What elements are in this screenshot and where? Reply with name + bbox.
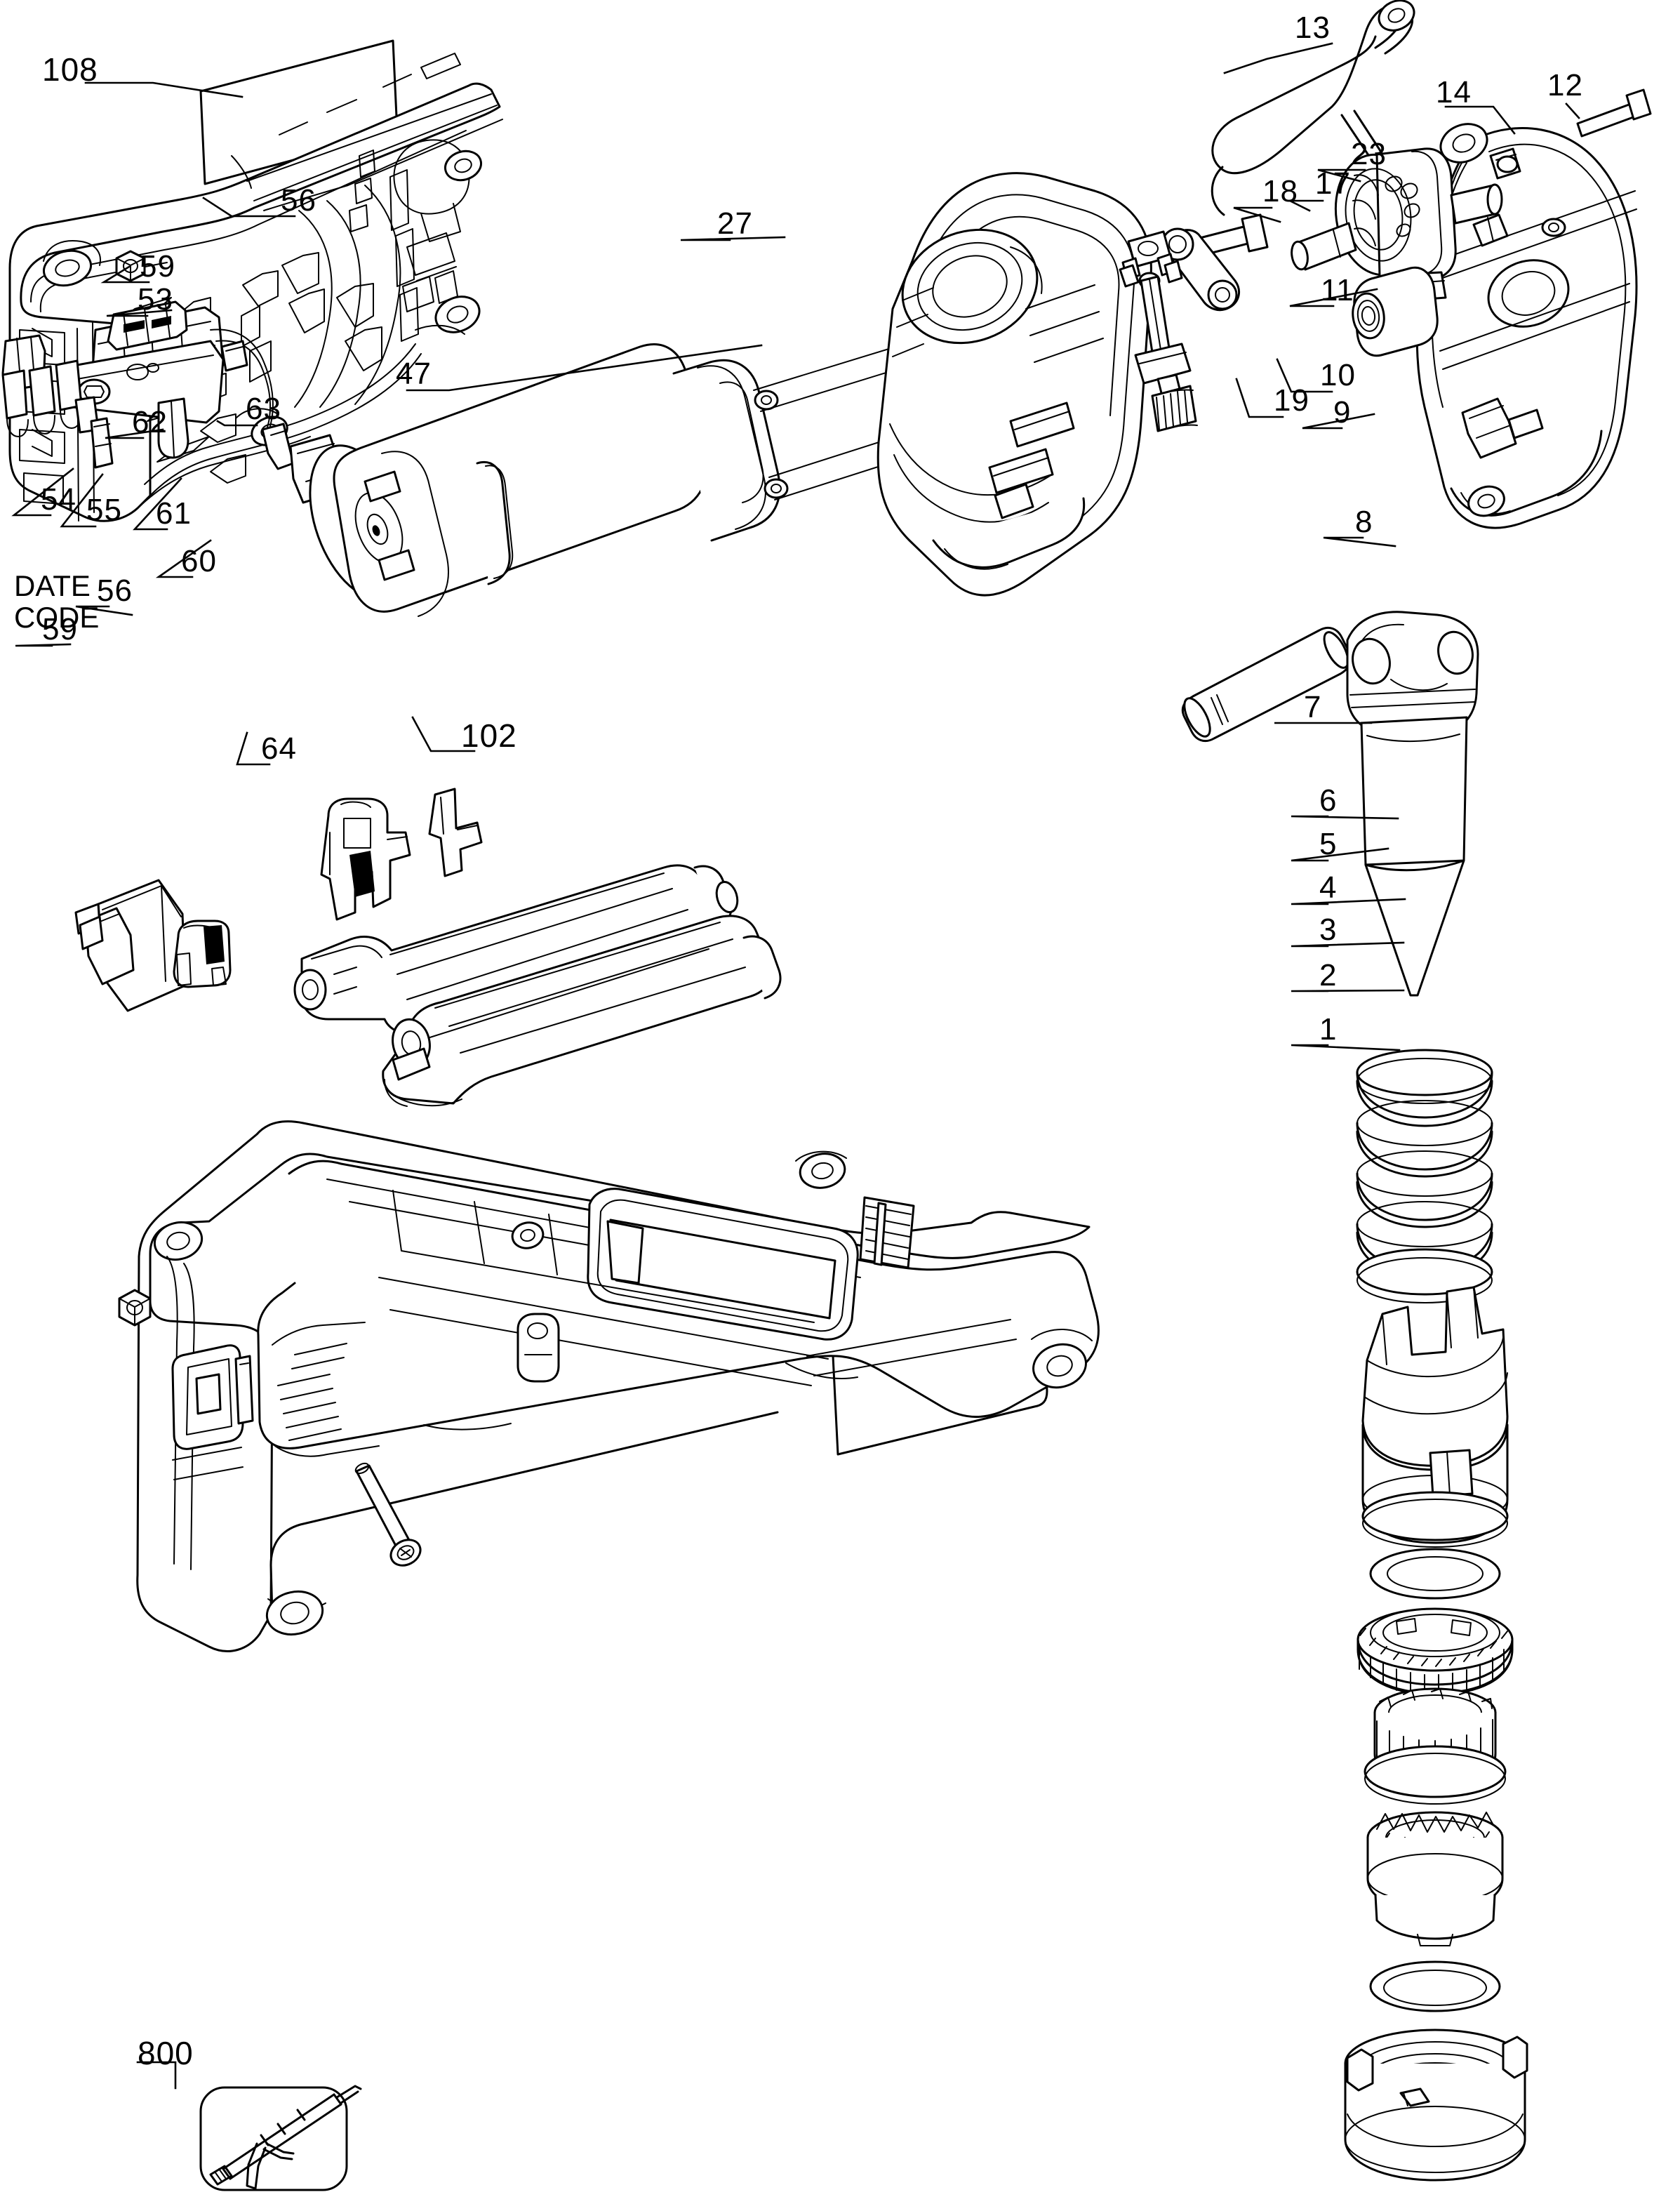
leader-59: [15, 643, 72, 647]
callout-3: 3: [1319, 912, 1338, 947]
callout-108: 108: [42, 51, 98, 88]
shoe-60: [382, 915, 782, 1107]
callout-27: 27: [717, 206, 753, 241]
leader-47: [406, 344, 763, 392]
ring-gear-5: [1356, 1607, 1514, 1697]
leader-1: [1291, 1044, 1401, 1051]
bearing-11: [1352, 266, 1439, 357]
callout-102: 102: [461, 717, 517, 754]
leader-19: [1235, 378, 1284, 418]
gear-case-half: [1415, 123, 1638, 529]
callout-64: 64: [261, 731, 297, 766]
leader-102: [411, 716, 476, 752]
spindle-10: [1181, 626, 1352, 743]
callout-6: 6: [1319, 783, 1338, 818]
callout-1: 1: [1319, 1012, 1338, 1047]
screw-64: [354, 1462, 422, 1567]
gear-3: [1366, 1811, 1504, 1946]
nut-59-lower: [118, 1289, 152, 1327]
leader-12: [1565, 102, 1580, 119]
grease-icon-box: [199, 2085, 362, 2191]
callout-7: 7: [1304, 690, 1322, 724]
leader-18: [1233, 206, 1281, 223]
leader-3: [1291, 941, 1405, 948]
leader-800: [136, 2061, 177, 2090]
callout-62: 62: [132, 405, 168, 439]
lever-61: [293, 864, 739, 1035]
leader-17: [1289, 199, 1324, 212]
callout-13: 13: [1295, 11, 1331, 45]
leader-62: [105, 428, 164, 439]
leader-6: [1291, 815, 1399, 820]
brush-54: [74, 879, 187, 1012]
nut-59-upper: [115, 250, 146, 282]
callout-55: 55: [86, 493, 122, 527]
date-code-label: DATE CODE: [14, 569, 100, 635]
leader-5: [1291, 847, 1389, 862]
callout-23: 23: [1351, 137, 1387, 171]
leader-23: [1317, 168, 1366, 182]
leader-8: [1323, 536, 1396, 547]
carrier-4: [1364, 1687, 1507, 1805]
callout-9: 9: [1333, 395, 1352, 430]
leader-55: [60, 473, 104, 528]
leader-11: [1289, 288, 1378, 307]
leader-4: [1291, 898, 1406, 905]
leader-27: [680, 236, 786, 241]
callout-60: 60: [181, 544, 217, 578]
callout-800: 800: [138, 2035, 194, 2071]
callout-14: 14: [1436, 75, 1472, 109]
callout-18: 18: [1262, 174, 1298, 208]
callout-59: 59: [140, 249, 175, 284]
pin-12: [1576, 88, 1652, 138]
oring-2: [1369, 1960, 1501, 2012]
callout-11: 11: [1321, 273, 1354, 307]
callout-61: 61: [156, 496, 192, 531]
callout-47: 47: [396, 357, 432, 391]
washer-6: [1369, 1548, 1501, 1600]
callout-4: 4: [1319, 870, 1338, 905]
housing-lower: [136, 1120, 1100, 1652]
leader-54: [11, 467, 74, 517]
leader-13: [1223, 42, 1333, 74]
wobble-drive: [1291, 147, 1503, 303]
collar-1: [1344, 2029, 1528, 2182]
callout-59: 59: [42, 612, 78, 646]
leader-10: [1276, 358, 1333, 393]
pinion-19: [1119, 230, 1198, 432]
callout-54: 54: [41, 482, 76, 517]
callout-63: 63: [246, 392, 281, 426]
callout-19: 19: [1274, 383, 1309, 418]
leader-56: [202, 197, 296, 218]
leader-9: [1302, 413, 1375, 430]
leader-64: [236, 731, 271, 766]
leader-56: [75, 605, 133, 616]
leader-108: [84, 81, 244, 98]
leader-14: [1444, 105, 1516, 135]
callout-5: 5: [1319, 827, 1338, 861]
plunger-9: [1346, 611, 1479, 997]
callout-12: 12: [1547, 68, 1583, 102]
callout-53: 53: [138, 282, 173, 317]
clip-63: [428, 788, 483, 877]
callout-56: 56: [97, 573, 133, 608]
leader-53: [106, 309, 173, 317]
leader-63: [216, 420, 258, 427]
clutch-fork-7: [1361, 1286, 1509, 1548]
callout-17: 17: [1315, 166, 1351, 201]
leader-2: [1291, 989, 1405, 993]
leader-61: [133, 477, 182, 531]
callout-2: 2: [1319, 958, 1338, 993]
front-gear-housing: [876, 172, 1152, 597]
callout-8: 8: [1355, 505, 1373, 539]
leader-60: [155, 539, 212, 578]
cap-55: [173, 920, 232, 988]
callout-leader-lines: [11, 42, 1580, 2090]
leader-59: [100, 265, 150, 284]
callout-10: 10: [1320, 358, 1356, 392]
spring-8: [1356, 1049, 1493, 1303]
callout-56: 56: [281, 183, 316, 218]
terminal-62: [320, 797, 411, 921]
